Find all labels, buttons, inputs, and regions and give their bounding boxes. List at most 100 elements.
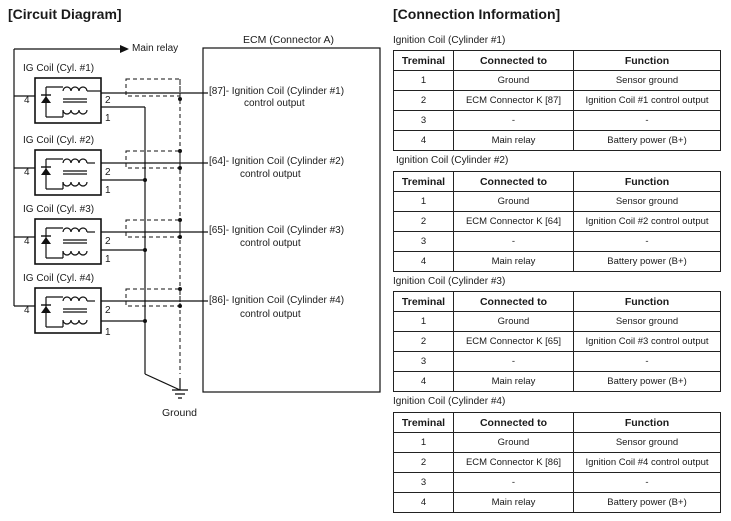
- coil-4-label: IG Coil (Cyl. #4): [23, 273, 95, 284]
- ecm-pin-65-function: - Ignition Coil (Cylinder #3): [225, 225, 345, 236]
- ig-coil-3: [14, 218, 208, 265]
- ecm-pin-65-function-line2: control output: [240, 238, 301, 249]
- connected-to-cell: Ground: [453, 191, 574, 212]
- table-2-title: Ignition Coil (Cylinder #2): [396, 155, 509, 166]
- coil-3-pin-4: 4: [24, 236, 30, 247]
- function-cell: Battery power (B+): [573, 371, 721, 392]
- column-header-terminal: Treminal: [393, 171, 454, 192]
- coil-1-label: IG Coil (Cyl. #1): [23, 63, 95, 74]
- table-header-row: Treminal Connected to Function: [393, 291, 721, 312]
- table-3-title: Ignition Coil (Cylinder #3): [393, 276, 506, 287]
- connected-to-cell: -: [453, 472, 574, 493]
- ecm-label: ECM (Connector A): [243, 34, 335, 46]
- coil-2-pin-1: 1: [105, 185, 111, 196]
- terminal-cell: 4: [393, 130, 454, 151]
- ecm-pin-65: [65]- Ignition Coil (Cylinder #3): [209, 225, 344, 237]
- terminal-cell: 3: [393, 231, 454, 252]
- column-header-function: Function: [573, 291, 721, 312]
- ecm-pin-86-function: - Ignition Coil (Cylinder #4): [225, 295, 345, 306]
- function-cell: Ignition Coil #4 control output: [573, 452, 721, 473]
- ig-coil-2: [14, 149, 208, 196]
- function-cell: -: [573, 472, 721, 493]
- ecm-pin-64-function: - Ignition Coil (Cylinder #2): [225, 156, 345, 167]
- terminal-cell: 3: [393, 472, 454, 493]
- coil-4-pin-1: 1: [105, 327, 111, 338]
- coil-4-pin-4: 4: [24, 305, 30, 316]
- ecm-pin-65-number: [65]: [209, 225, 226, 236]
- coil-4-pin-2: 2: [105, 305, 111, 316]
- column-header-connected-to: Connected to: [453, 50, 574, 71]
- coil-3-pin-2: 2: [105, 236, 111, 247]
- connected-to-cell: -: [453, 110, 574, 131]
- ecm-box: [202, 47, 381, 393]
- table-row: 3--: [393, 351, 721, 372]
- function-cell: Sensor ground: [573, 70, 721, 91]
- function-cell: Sensor ground: [573, 432, 721, 453]
- terminal-cell: 2: [393, 452, 454, 473]
- ecm-pin-87-function-line2: control output: [244, 98, 305, 109]
- column-header-connected-to: Connected to: [453, 171, 574, 192]
- function-cell: Ignition Coil #2 control output: [573, 211, 721, 232]
- connected-to-cell: -: [453, 351, 574, 372]
- ecm-pin-64-number: [64]: [209, 156, 226, 167]
- coil-1-pin-4: 4: [24, 95, 30, 106]
- terminal-cell: 2: [393, 90, 454, 111]
- function-cell: Sensor ground: [573, 311, 721, 332]
- terminal-cell: 1: [393, 432, 454, 453]
- column-header-function: Function: [573, 171, 721, 192]
- terminal-cell: 4: [393, 371, 454, 392]
- column-header-terminal: Treminal: [393, 291, 454, 312]
- function-cell: Battery power (B+): [573, 492, 721, 513]
- connected-to-cell: ECM Connector K [64]: [453, 211, 574, 232]
- table-row: 3--: [393, 110, 721, 131]
- terminal-cell: 1: [393, 70, 454, 91]
- connected-to-cell: ECM Connector K [65]: [453, 331, 574, 352]
- function-cell: Battery power (B+): [573, 251, 721, 272]
- main-relay-label: Main relay: [132, 43, 179, 54]
- ecm-pin-87-number: [87]: [209, 86, 226, 97]
- connected-to-cell: ECM Connector K [86]: [453, 452, 574, 473]
- terminal-cell: 4: [393, 251, 454, 272]
- column-header-function: Function: [573, 50, 721, 71]
- coil-3-pin-1: 1: [105, 254, 111, 265]
- ecm-pin-87-function: - Ignition Coil (Cylinder #1): [225, 86, 345, 97]
- function-cell: -: [573, 351, 721, 372]
- connected-to-cell: -: [453, 231, 574, 252]
- terminal-cell: 3: [393, 110, 454, 131]
- function-cell: Sensor ground: [573, 191, 721, 212]
- coil-1-pin-1: 1: [105, 113, 111, 124]
- connected-to-cell: Main relay: [453, 130, 574, 151]
- coil-2-label: IG Coil (Cyl. #2): [23, 135, 95, 146]
- table-4-title: Ignition Coil (Cylinder #4): [393, 396, 506, 407]
- connected-to-cell: Ground: [453, 432, 574, 453]
- table-header-row: Treminal Connected to Function: [393, 412, 721, 433]
- column-header-connected-to: Connected to: [453, 412, 574, 433]
- table-row: 3--: [393, 231, 721, 252]
- coil-3-label: IG Coil (Cyl. #3): [23, 204, 95, 215]
- function-cell: Ignition Coil #1 control output: [573, 90, 721, 111]
- connected-to-cell: Main relay: [453, 371, 574, 392]
- ecm-pin-86-number: [86]: [209, 295, 226, 306]
- column-header-terminal: Treminal: [393, 50, 454, 71]
- column-header-terminal: Treminal: [393, 412, 454, 433]
- function-cell: Battery power (B+): [573, 130, 721, 151]
- ecm-pin-86: [86]- Ignition Coil (Cylinder #4): [209, 295, 344, 307]
- ecm-pin-87: [87]- Ignition Coil (Cylinder #1): [209, 86, 344, 98]
- terminal-cell: 2: [393, 211, 454, 232]
- coil-1-pin-2: 2: [105, 95, 111, 106]
- ig-coil-4: [14, 287, 208, 334]
- function-cell: -: [573, 231, 721, 252]
- function-cell: -: [573, 110, 721, 131]
